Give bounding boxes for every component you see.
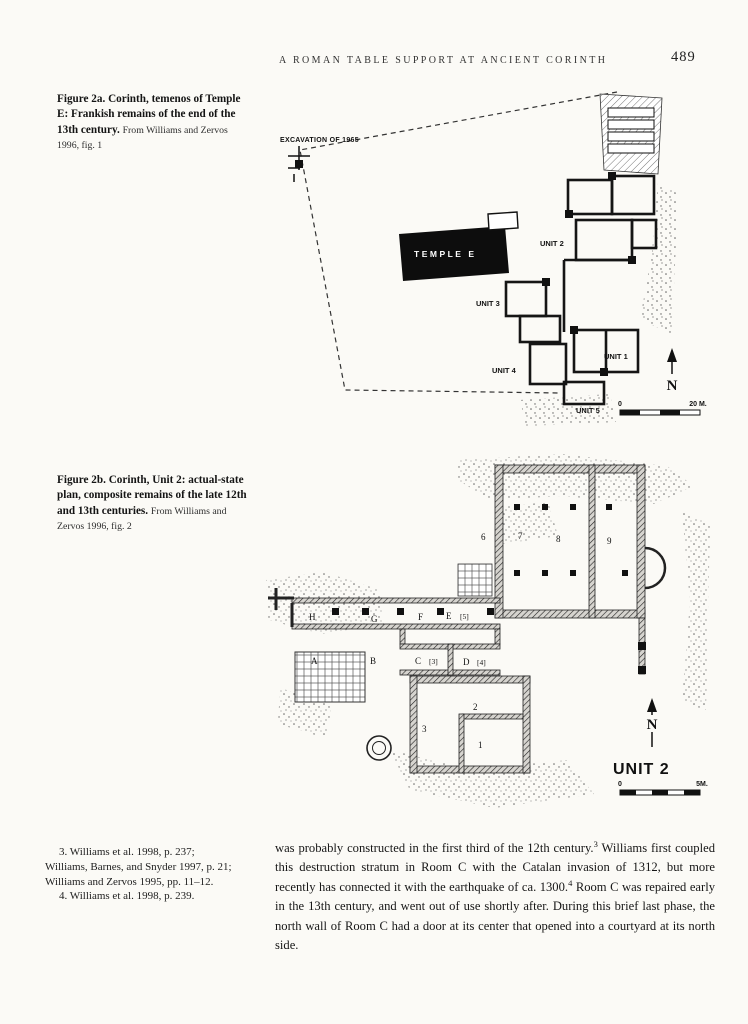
room-a-label: A: [311, 656, 318, 666]
room-3-label: 3: [422, 724, 427, 734]
room-cd-walls: [399, 643, 501, 676]
running-title: A ROMAN TABLE SUPPORT AT ANCIENT CORINTH: [279, 55, 608, 66]
room-h-label: H: [309, 612, 316, 622]
steps: [607, 107, 655, 154]
unit-5-label: UNIT 5: [576, 406, 600, 415]
tiled-courtyard: [294, 651, 366, 703]
excavation-label: EXCAVATION OF 1965: [280, 137, 359, 144]
room-8-label: 8: [556, 534, 561, 544]
room-d-label: D: [463, 657, 470, 667]
scale-bar: 0 20 M.: [618, 401, 707, 416]
room-b-label: B: [370, 656, 376, 666]
round-pit: [366, 735, 392, 761]
mosaic-patch: [457, 563, 493, 597]
unit-labels: UNIT 2 UNIT 3 UNIT 1 UNIT 4 UNIT 5: [476, 239, 628, 415]
footnotes: 3. Williams et al. 1998, p. 237; William…: [45, 845, 237, 904]
body-seg-2: Williams first coupled this destruction …: [275, 841, 715, 894]
temple-e-annex: [487, 211, 519, 231]
body-seg-1: was probably constructed in the first th…: [275, 841, 594, 855]
footnote-ref-4: 4: [568, 877, 573, 888]
figure-2a-caption-source: From Williams and Zervos 1996, fig. 1: [57, 124, 228, 151]
hall-columns: [514, 504, 628, 576]
room-g-label: G: [371, 614, 378, 624]
temenos-dashed-boundary: [299, 91, 618, 394]
north-label: N: [647, 717, 658, 733]
room-1-label: 1: [478, 740, 483, 750]
scale-zero-label: 0: [618, 781, 622, 788]
unit-4-label: UNIT 4: [492, 366, 517, 375]
room-c-label: C: [415, 656, 421, 666]
unit-2-title: UNIT 2: [613, 761, 670, 778]
temple-e-label: TEMPLE E: [414, 249, 477, 259]
scale-end-label: 5M.: [696, 781, 708, 788]
scale-end-label: 20 M.: [689, 401, 707, 408]
body-paragraph: was probably constructed in the first th…: [275, 839, 715, 955]
apse: [644, 546, 667, 590]
north-arrow: N: [647, 698, 658, 747]
west-walls: [268, 588, 294, 627]
figure-2b-caption-source: From Williams and Zervos 1996, fig. 2: [57, 505, 227, 532]
figure-2b-plan: 6 7 8 9 H G F E [5] A B C [3] D [4] 3 2 …: [266, 454, 710, 808]
room-7-label: 7: [518, 531, 523, 541]
speckle-bottom: [520, 394, 616, 426]
room-6-label: 6: [481, 532, 486, 542]
room-labels: 6 7 8 9 H G F E [5] A B C [3] D [4] 3 2 …: [309, 531, 612, 750]
bracket-5-label: [5]: [460, 612, 469, 621]
figure-2a-caption-text: Figure 2a. Corinth, temenos of Temple E:…: [57, 93, 241, 136]
north-label: N: [667, 378, 678, 394]
wall-piers: [542, 172, 636, 376]
figure-2b-caption: Figure 2b. Corinth, Unit 2: actual-state…: [57, 473, 249, 534]
scale-zero-label: 0: [618, 401, 622, 408]
unit-3-label: UNIT 3: [476, 299, 500, 308]
footnote-ref-3: 3: [593, 838, 598, 849]
footnote-4: 4. Williams et al. 1998, p. 239.: [59, 890, 195, 903]
room-9-label: 9: [607, 536, 612, 546]
bracket-3-label: [3]: [429, 657, 438, 666]
footnote-3: 3. Williams et al. 1998, p. 237; William…: [45, 846, 232, 888]
figure-2a-caption: Figure 2a. Corinth, temenos of Temple E:…: [57, 92, 249, 153]
corridor-piers: [332, 608, 494, 615]
frankish-units-walls: [504, 172, 658, 406]
temple-e-footprint: [399, 226, 509, 281]
body-seg-3: Room C was repaired early in the 13th ce…: [275, 879, 716, 953]
room-f-label: F: [418, 612, 423, 622]
speckle-right: [640, 182, 678, 334]
north-arrow: N: [667, 348, 678, 394]
excavation-1965-structure: [288, 146, 310, 182]
page-number: 489: [671, 49, 696, 65]
door-jambs: [638, 642, 646, 674]
unit-2-label: UNIT 2: [540, 239, 564, 248]
figure-2b-caption-text: Figure 2b. Corinth, Unit 2: actual-state…: [57, 474, 247, 517]
lower-building-walls: [409, 675, 531, 774]
figure-2a-plan: EXCAVATION OF 1965 TEMPLE E: [280, 91, 707, 426]
bracket-4-label: [4]: [477, 658, 486, 667]
unit-1-label: UNIT 1: [604, 352, 628, 361]
room-e-label: E: [446, 611, 452, 621]
scale-bar: 0 5M.: [618, 781, 708, 796]
room-2-label: 2: [473, 702, 478, 712]
